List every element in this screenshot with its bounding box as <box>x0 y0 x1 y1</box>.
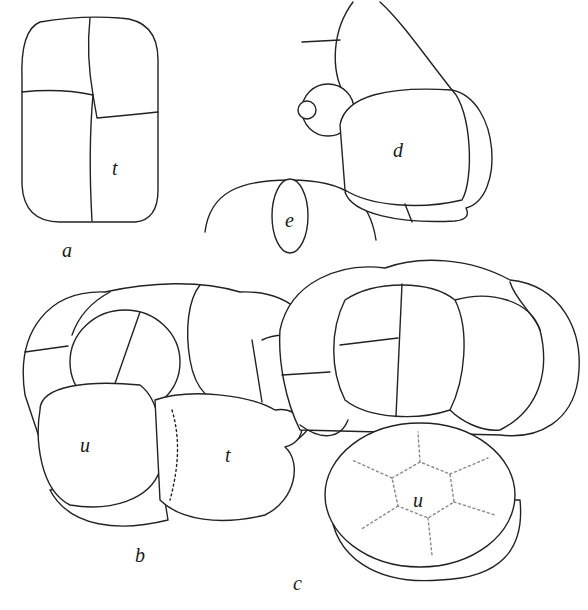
figure-letter: u <box>80 435 90 455</box>
figure-letter: t <box>225 445 231 465</box>
figure-d-cells <box>298 2 492 222</box>
figure-a-cells <box>22 17 158 222</box>
figure-letter: e <box>285 210 294 230</box>
figure-letter: d <box>393 140 403 160</box>
figure-letter: a <box>62 240 72 260</box>
figure-letter: t <box>112 158 118 178</box>
figure-c-cells <box>280 260 579 580</box>
figure-b-cells <box>23 284 322 526</box>
figure-letter: c <box>293 573 302 593</box>
figure-letter: b <box>135 545 145 565</box>
figure-letter: u <box>413 490 423 510</box>
